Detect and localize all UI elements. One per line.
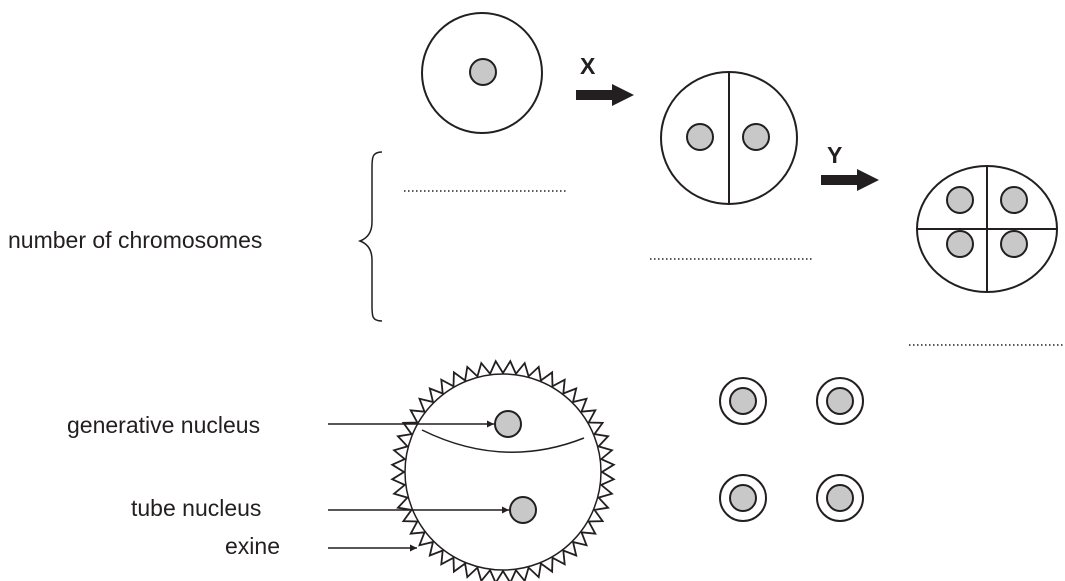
- step-x: X: [576, 53, 634, 106]
- microspore: [817, 378, 863, 424]
- chromosome-count-label: number of chromosomes: [8, 227, 262, 253]
- generative-nucleus-label: generative nucleus: [67, 412, 260, 438]
- tetrad-nucleus: [947, 187, 973, 213]
- tube-nucleus: [510, 497, 536, 523]
- dyad-nucleus-left: [687, 124, 713, 150]
- tube-nucleus-label: tube nucleus: [131, 495, 261, 521]
- microspore: [720, 378, 766, 424]
- exine-label: exine: [225, 533, 280, 559]
- pollen-grain: [392, 361, 614, 581]
- step-x-label: X: [580, 53, 596, 79]
- step-x-arrow: [576, 84, 634, 106]
- tetrad-nucleus: [1001, 231, 1027, 257]
- brace: [360, 152, 382, 321]
- step-y-arrow: [821, 169, 879, 191]
- dyad-cell: [661, 72, 797, 204]
- tetrad-nucleus: [947, 231, 973, 257]
- tetrad-cell: [917, 166, 1057, 292]
- tetrad-nucleus: [1001, 187, 1027, 213]
- microspore: [817, 475, 863, 521]
- dyad-nucleus-right: [743, 124, 769, 150]
- step-y: Y: [821, 142, 879, 191]
- mother-cell: [422, 13, 542, 133]
- mother-cell-nucleus: [470, 59, 496, 85]
- step-y-label: Y: [827, 142, 842, 168]
- microspore: [720, 475, 766, 521]
- generative-nucleus: [495, 411, 521, 437]
